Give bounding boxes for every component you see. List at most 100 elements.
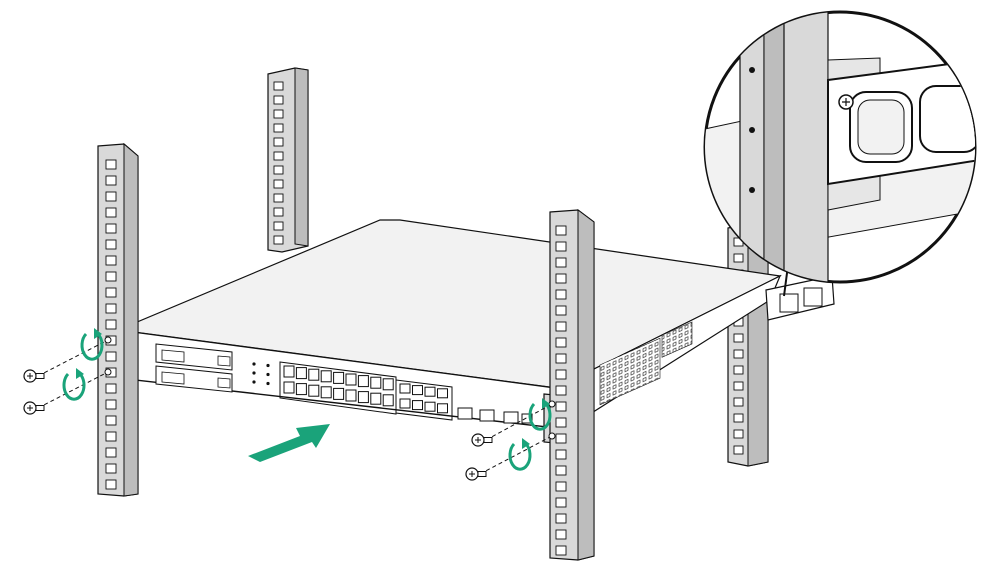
rack-hole	[555, 289, 567, 300]
rj45-port	[333, 371, 345, 384]
rj45-port	[283, 381, 295, 394]
rack-hole	[555, 305, 567, 316]
rack-hole	[555, 225, 567, 236]
rack-hole	[105, 399, 117, 410]
rack-hole	[555, 449, 567, 460]
rack-hole	[555, 321, 567, 332]
usb-port	[503, 411, 519, 424]
rear-bracket-detail	[765, 275, 835, 321]
rack-hole	[105, 319, 117, 330]
rj45-port	[357, 375, 369, 388]
rack-hole	[733, 349, 744, 359]
led	[266, 372, 270, 377]
rack-hole	[555, 369, 567, 380]
rack-hole	[105, 271, 117, 282]
rack-hole	[273, 81, 284, 91]
rj45-port	[295, 383, 307, 396]
rack-hole	[105, 191, 117, 202]
rj45-port	[295, 367, 307, 380]
console-port	[457, 407, 473, 420]
rack-hole	[105, 303, 117, 314]
magnifier-icon	[703, 10, 977, 297]
rj45-port	[382, 394, 394, 407]
rack-hole	[555, 401, 567, 412]
rack-hole	[733, 381, 744, 391]
rack-hole	[555, 481, 567, 492]
rack-hole	[273, 95, 284, 105]
management-port	[479, 409, 495, 422]
screw-icon	[471, 400, 556, 447]
screw-icon	[23, 336, 112, 383]
rack-hole	[273, 137, 284, 147]
screws	[23, 336, 556, 481]
rack-hole	[105, 431, 117, 442]
module-slots	[155, 343, 233, 393]
rear-rack-rail-left	[267, 67, 309, 253]
rack-hole	[273, 123, 284, 133]
rj45-port	[345, 389, 357, 402]
rack-hole	[733, 333, 744, 343]
reset-port	[521, 413, 533, 424]
rack-hole	[105, 479, 117, 490]
rj45-port	[382, 378, 394, 391]
rotate-arrow-icon	[80, 328, 104, 361]
rotate-arrows	[62, 328, 552, 471]
led	[266, 363, 270, 368]
led	[252, 362, 256, 366]
rj45-port	[370, 376, 382, 389]
rack-hole	[273, 207, 284, 217]
rack-hole	[555, 529, 567, 540]
rack-hole	[105, 239, 117, 250]
sfp-port	[412, 400, 423, 411]
network-switch	[99, 219, 782, 445]
led	[252, 371, 256, 375]
rack-hole	[733, 253, 744, 263]
screw-icon	[23, 368, 112, 415]
rack-hole	[555, 257, 567, 268]
rack-hole	[105, 351, 117, 362]
led	[252, 380, 256, 384]
rack-hole	[555, 545, 567, 556]
rack-hole	[273, 193, 284, 203]
rack-hole	[555, 513, 567, 524]
rj45-port	[308, 368, 320, 381]
rotate-arrow-icon	[62, 368, 86, 401]
rack-hole	[105, 255, 117, 266]
front-rack-rail-left	[97, 142, 139, 497]
rj45-port	[357, 391, 369, 404]
rack-hole	[105, 223, 117, 234]
rack-hole	[273, 235, 284, 245]
side-vent-grid-2	[661, 321, 693, 358]
rack-hole	[273, 179, 284, 189]
sfp-port	[437, 388, 448, 399]
rack-hole	[273, 151, 284, 161]
sfp-port	[412, 385, 423, 396]
rack-hole	[733, 413, 744, 423]
led	[266, 381, 270, 386]
rack-hole	[105, 207, 117, 218]
rack-hole	[105, 463, 117, 474]
rj45-port	[320, 370, 332, 383]
sfp-port	[437, 403, 448, 414]
rj45-port	[308, 384, 320, 397]
rj45-port	[370, 392, 382, 405]
side-vent-grid-1	[599, 337, 661, 406]
sfp-port	[399, 398, 411, 409]
insert-arrow-icon	[248, 424, 330, 462]
rack-hole	[273, 165, 284, 175]
rj45-port	[333, 387, 345, 400]
rack-hole	[105, 415, 117, 426]
sfp-port	[424, 386, 436, 397]
rack-hole	[733, 365, 744, 375]
rj45-port	[320, 386, 332, 399]
rotate-arrow-icon	[528, 398, 552, 431]
rj45-port	[345, 373, 357, 386]
rack-hole	[555, 337, 567, 348]
rack-hole	[555, 353, 567, 364]
rack-hole	[555, 385, 567, 396]
rack-hole	[555, 273, 567, 284]
sfp-port-block	[395, 379, 453, 421]
rear-rack-rail-right	[727, 223, 769, 467]
